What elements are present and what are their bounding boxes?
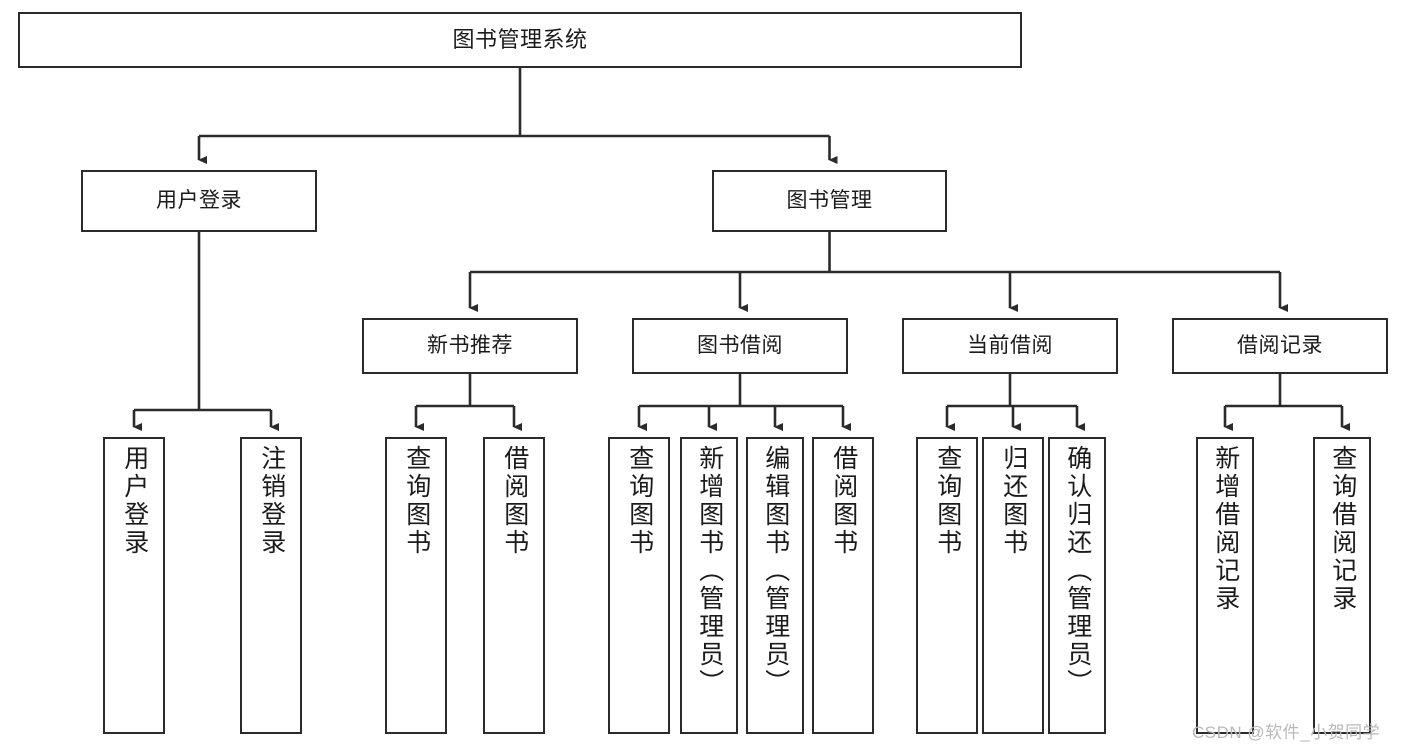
node-label: 当前借阅	[967, 333, 1053, 357]
node-label: 新书推荐	[427, 333, 513, 357]
csdn-watermark: CSDN @软件_小贺同学	[1192, 723, 1381, 742]
node-leaf-user-login[interactable]: 用户登录	[103, 437, 165, 734]
node-label: 图书管理系统	[452, 27, 588, 53]
node-label: 归还图书	[999, 445, 1028, 557]
node-label: 新增图书（管理员）	[695, 445, 724, 697]
node-label: 图书借阅	[697, 333, 783, 357]
node-borrow-record[interactable]: 借阅记录	[1172, 318, 1388, 374]
node-root[interactable]: 图书管理系统	[18, 12, 1022, 68]
node-book-manage[interactable]: 图书管理	[712, 170, 947, 232]
node-user-login[interactable]: 用户登录	[81, 170, 317, 232]
node-label: 用户登录	[120, 445, 149, 557]
node-leaf-query-record[interactable]: 查询借阅记录	[1313, 437, 1371, 734]
node-leaf-query-book-1[interactable]: 查询图书	[385, 437, 447, 734]
node-label: 新增借阅记录	[1211, 445, 1240, 613]
node-label: 借阅图书	[829, 445, 858, 557]
node-label: 编辑图书（管理员）	[761, 445, 790, 697]
node-leaf-query-book-3[interactable]: 查询图书	[916, 437, 978, 734]
node-leaf-query-book-2[interactable]: 查询图书	[608, 437, 670, 734]
node-label: 注销登录	[257, 445, 286, 557]
node-leaf-add-book[interactable]: 新增图书（管理员）	[680, 437, 738, 734]
node-label: 借阅记录	[1237, 333, 1323, 357]
node-label: 查询图书	[933, 445, 962, 557]
connector-group	[132, 68, 1350, 431]
node-label: 查询借阅记录	[1328, 445, 1357, 613]
node-label: 查询图书	[402, 445, 431, 557]
node-leaf-return-book[interactable]: 归还图书	[982, 437, 1044, 734]
node-leaf-add-record[interactable]: 新增借阅记录	[1196, 437, 1254, 734]
node-new-book-rec[interactable]: 新书推荐	[362, 318, 578, 374]
node-book-borrow[interactable]: 图书借阅	[632, 318, 848, 374]
node-label: 借阅图书	[500, 445, 529, 557]
node-leaf-logout[interactable]: 注销登录	[240, 437, 302, 734]
node-label: 查询图书	[625, 445, 654, 557]
node-leaf-borrow-book-2[interactable]: 借阅图书	[812, 437, 874, 734]
node-leaf-edit-book[interactable]: 编辑图书（管理员）	[746, 437, 804, 734]
node-label: 确认归还（管理员）	[1063, 445, 1092, 697]
node-leaf-confirm-return[interactable]: 确认归还（管理员）	[1048, 437, 1106, 734]
node-current-borrow[interactable]: 当前借阅	[902, 318, 1118, 374]
node-leaf-borrow-book-1[interactable]: 借阅图书	[483, 437, 545, 734]
node-label: 图书管理	[786, 188, 873, 212]
node-label: 用户登录	[156, 188, 242, 212]
